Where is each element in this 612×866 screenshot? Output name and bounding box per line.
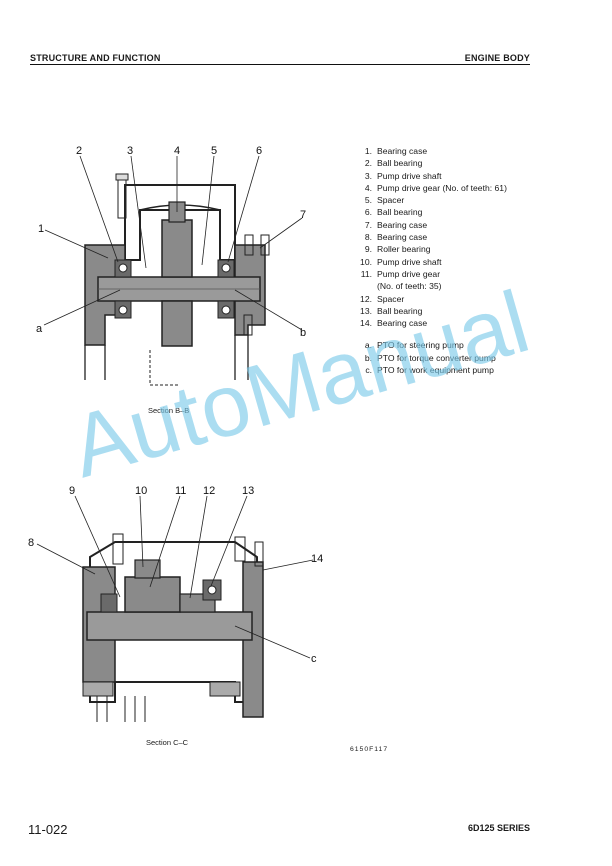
callout-8: 8 [28, 537, 34, 549]
legend-item-b: b.PTO for torque converter pump [364, 352, 496, 363]
legend-item-3: 3.Pump drive shaft [364, 170, 442, 181]
header-chapter-title: ENGINE BODY [464, 53, 530, 63]
legend-item-13: 13.Ball bearing [360, 305, 423, 316]
callout-3: 3 [127, 145, 133, 157]
legend-item-11-detail: (No. of teeth: 35) [377, 281, 442, 292]
callout-1: 1 [38, 223, 44, 235]
section-c-c-drawing: 9 10 11 12 13 14 8 c [28, 485, 323, 722]
legend-item-4: 4.Pump drive gear (No. of teeth: 61) [364, 182, 507, 193]
figure-code: 6150F117 [350, 746, 389, 753]
legend-item-2: 2.Ball bearing [364, 158, 423, 169]
callout-2: 2 [76, 145, 82, 157]
callout-7: 7 [300, 209, 306, 221]
callout-c: c [311, 653, 317, 665]
callout-a: a [36, 323, 43, 335]
callout-4: 4 [174, 145, 180, 157]
header-rule [30, 64, 530, 65]
callout-14: 14 [311, 553, 323, 565]
legend-item-7: 7.Bearing case [364, 219, 428, 230]
section-b-b-caption: Section B–B [148, 406, 190, 415]
series-label: 6D125 SERIES [467, 823, 530, 833]
callout-b: b [300, 327, 306, 339]
parts-legend: 1.Bearing case 2.Ball bearing 3.Pump dri… [350, 145, 507, 376]
legend-item-1: 1.Bearing case [364, 146, 428, 156]
legend-item-c: c.PTO for work equipment pump [365, 365, 494, 376]
legend-item-12: 12.Spacer [360, 293, 405, 304]
callout-9: 9 [69, 485, 75, 497]
callout-12: 12 [203, 485, 215, 497]
legend-item-5: 5.Spacer [364, 195, 405, 206]
legend-item-8: 8.Bearing case [364, 232, 428, 243]
callout-6: 6 [256, 145, 262, 157]
legend-item-11: 11.Pump drive gear [360, 268, 441, 279]
legend-item-10: 10.Pump drive shaft [360, 256, 442, 267]
callout-13: 13 [242, 485, 254, 497]
section-b-b-drawing: 2 3 4 5 6 7 1 a b [36, 145, 306, 386]
legend-item-6: 6.Ball bearing [364, 207, 423, 218]
legend-item-14: 14.Bearing case [360, 318, 428, 329]
callout-5: 5 [211, 145, 217, 157]
legend-item-9: 9.Roller bearing [364, 244, 431, 255]
header-section-title: STRUCTURE AND FUNCTION [30, 53, 161, 63]
callout-11: 11 [175, 485, 186, 497]
legend-item-a: a.PTO for steering pump [364, 340, 464, 351]
page-number: 11-022 [28, 822, 68, 837]
callout-10: 10 [135, 485, 147, 497]
section-c-c-caption: Section C–C [146, 738, 189, 747]
